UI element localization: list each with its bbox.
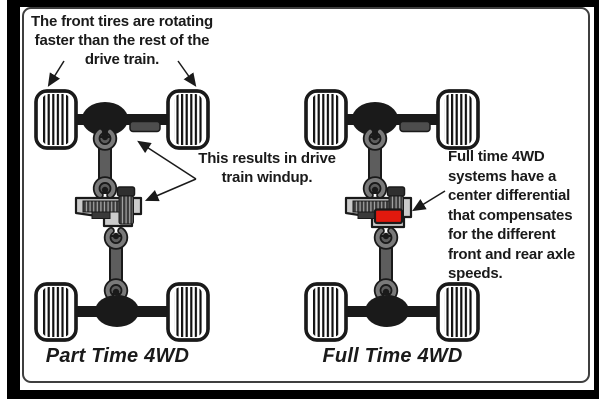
tire-rear-left-tread <box>312 287 340 337</box>
front-differential <box>352 102 398 136</box>
diagram-panel <box>22 7 590 383</box>
axle-block <box>399 120 431 133</box>
full-time-drivetrain <box>290 85 490 347</box>
front-tires-note: The front tires are rotating faster than… <box>22 12 222 69</box>
transfer-gear-vertical <box>118 195 134 225</box>
full-time-label: Full Time 4WD <box>322 345 463 367</box>
transfer-gear-block <box>91 211 111 219</box>
u-joint <box>373 227 399 250</box>
note-line: center differential <box>448 187 571 204</box>
tire-front-right-tread <box>444 94 472 145</box>
input-shaft-cap <box>116 186 136 197</box>
u-joint <box>103 278 129 301</box>
u-joint <box>362 128 388 151</box>
transfer-case <box>74 186 143 228</box>
center-differential <box>373 208 404 225</box>
transfer-gear-block <box>357 211 376 219</box>
tire-rear-right-tread <box>174 287 202 337</box>
u-joint <box>103 227 129 250</box>
rear-differential <box>95 295 139 327</box>
note-line: front and rear axle <box>448 245 576 263</box>
input-shaft-cap <box>386 186 406 197</box>
u-joint <box>92 128 118 151</box>
fulltime-note: Full time 4WD systems have a center diff… <box>448 147 575 284</box>
u-joint <box>373 278 399 301</box>
tire-front-left-tread <box>312 94 340 145</box>
rear-axle-assembly <box>304 282 480 342</box>
note-line: Full time 4WD <box>448 148 545 165</box>
note-line: The front tires are rotating <box>31 13 213 30</box>
u-joint <box>92 176 118 199</box>
note-line: speeds. <box>448 265 503 282</box>
note-line: that compensates <box>448 206 573 224</box>
part-time-drivetrain <box>20 85 220 347</box>
front-axle-assembly <box>34 89 210 150</box>
windup-note: This results in drive train windup. <box>192 149 342 187</box>
front-axle-assembly <box>304 89 480 150</box>
note-line: This results in drive <box>198 150 336 167</box>
note-line: faster than the rest of the <box>34 32 210 49</box>
front-differential <box>82 102 128 136</box>
note-line: systems have a <box>448 167 557 185</box>
tire-rear-left-tread <box>42 287 70 337</box>
tire-front-left-tread <box>42 94 70 145</box>
part-time-label: Part Time 4WD <box>45 345 190 367</box>
outer-frame <box>7 0 599 399</box>
tire-front-right-tread <box>174 94 202 145</box>
u-joint <box>362 176 388 199</box>
rear-differential <box>365 295 409 327</box>
rear-axle-assembly <box>34 282 210 342</box>
note-line: train windup. <box>221 169 313 186</box>
tire-rear-right-tread <box>444 287 472 337</box>
note-line: drive train. <box>84 51 160 68</box>
transfer-case <box>344 186 413 229</box>
axle-block <box>129 120 161 133</box>
note-line: for the different <box>448 226 556 243</box>
